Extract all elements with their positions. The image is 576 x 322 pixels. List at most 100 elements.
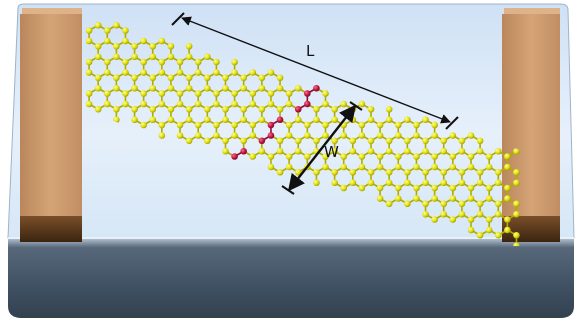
carbon-atom [422,200,429,208]
carbon-atom [349,137,357,145]
carbon-atom [258,116,266,124]
carbon-atom [376,163,384,171]
carbon-atom [113,74,120,82]
carbon-atom [422,210,429,218]
carbon-atom [449,132,457,139]
carbon-atom [394,184,402,192]
length-end-cap-right [445,116,459,130]
carbon-atom [294,147,302,155]
carbon-atom [331,168,338,176]
carbon-atom [249,121,257,129]
carbon-atom [240,105,247,113]
carbon-atom [185,84,193,92]
carbon-atom [276,105,284,113]
carbon-atom [240,137,247,145]
carbon-atom [404,147,411,155]
carbon-atom [385,168,393,176]
carbon-atom [458,200,466,208]
carbon-atom [340,153,348,160]
carbon-atom [185,42,193,50]
carbon-atom [131,116,138,124]
carbon-atom [94,21,102,29]
carbon-atom [149,42,157,50]
carbon-atom [158,58,166,66]
carbon-atom [122,90,129,97]
carbon-atom [458,179,466,187]
carbon-atom [513,147,520,155]
carbon-atom [485,195,493,202]
carbon-atom [422,137,429,145]
carbon-atom [376,153,384,160]
carbon-atom [167,116,175,124]
carbon-atom [213,132,220,139]
carbon-atom [431,216,438,223]
carbon-atom [94,74,102,82]
carbon-atom [404,137,411,145]
carbon-atom [431,153,438,160]
carbon-atom [194,132,202,139]
carbon-atom [122,100,129,108]
carbon-atom [267,163,275,171]
highlight-atom [313,84,320,92]
carbon-atom [358,163,366,171]
carbon-atom [513,200,520,208]
carbon-atom [376,132,384,139]
carbon-atom [258,84,266,92]
carbon-atom [313,137,320,145]
carbon-atom [331,105,338,113]
carbon-atom [103,27,111,34]
carbon-atom [231,69,238,76]
carbon-atom [304,153,311,160]
carbon-atom [285,163,293,171]
carbon-atom [304,121,311,129]
carbon-atom [204,74,211,82]
carbon-atom [258,105,266,113]
carbon-atom [422,116,429,124]
carbon-atom [494,231,502,239]
carbon-atom [513,168,520,176]
carbon-atom [131,42,138,50]
carbon-atom [349,168,357,176]
carbon-atom [322,90,329,97]
carbon-atom [167,84,175,92]
carbon-atom [267,100,275,108]
carbon-atom [413,121,420,129]
carbon-atom [113,21,120,29]
carbon-atom [422,147,429,155]
highlight-atom [294,105,302,113]
carbon-atom [485,226,493,234]
carbon-atom [358,132,366,139]
carbon-atom [294,137,302,145]
right-electrode-front [502,14,560,220]
carbon-atom [222,105,229,113]
carbon-atom [458,137,466,145]
carbon-atom [422,168,429,176]
carbon-atom [467,184,475,192]
carbon-atom [185,74,193,82]
carbon-atom [204,105,211,113]
carbon-atom [394,121,402,129]
carbon-atom [313,179,320,187]
carbon-atom [440,137,448,145]
carbon-atom [449,153,457,160]
carbon-atom [231,121,238,129]
carbon-atom [103,100,111,108]
left-electrode [20,8,82,242]
carbon-atom [113,42,120,50]
width-label: W [324,143,339,161]
carbon-atom [394,163,402,171]
length-end-cap-left [171,12,185,26]
carbon-atom [458,210,466,218]
carbon-atom [476,200,484,208]
carbon-atom [358,100,366,108]
carbon-atom [140,69,147,76]
width-arrow [287,104,357,192]
carbon-atom [431,163,438,171]
carbon-atom [467,132,475,139]
right-electrode-top [504,8,560,16]
carbon-atom [504,153,511,160]
carbon-atom [440,147,448,155]
carbon-atom [222,137,229,145]
carbon-atom [285,153,293,160]
